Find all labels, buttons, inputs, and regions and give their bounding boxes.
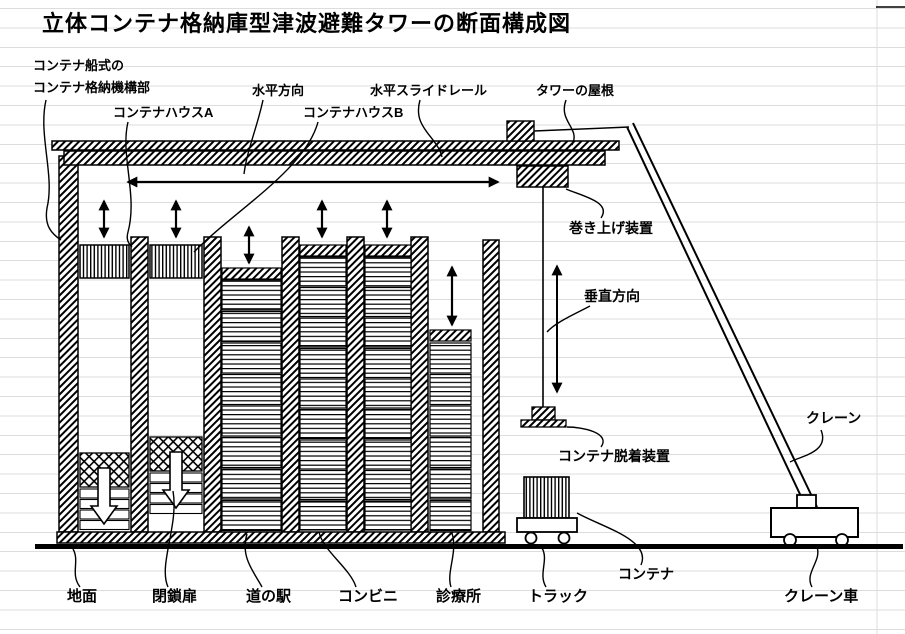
crane-truck-figure	[506, 120, 859, 547]
tower-base-beam	[56, 531, 506, 544]
crane-body	[770, 507, 859, 538]
truck-wheel	[557, 531, 571, 545]
callout-convenience	[318, 531, 357, 588]
horizontal-slide-rail-bar	[63, 150, 606, 166]
container-detach-device-block	[520, 406, 567, 428]
container-house-b-box	[149, 244, 203, 279]
crane-hook-block	[506, 120, 535, 142]
callout-house-a	[125, 121, 133, 248]
callout-closed-door	[164, 490, 175, 588]
truck-wheel	[524, 531, 538, 545]
crane-boom-mount	[796, 494, 817, 509]
container-stack-clinic	[429, 329, 472, 532]
ground-line	[35, 544, 903, 549]
down-block-arrow	[89, 467, 119, 526]
callout-truck	[541, 547, 547, 588]
callout-horizontal-direction	[243, 99, 264, 175]
callout-roof	[563, 99, 575, 146]
callout-lines	[43, 99, 824, 588]
label-closed-door: 閉鎖扉	[152, 588, 198, 605]
callout-detach	[566, 426, 604, 448]
crane-boom	[632, 122, 818, 508]
callout-ground	[72, 548, 81, 588]
label-hoist-device: 巻き上げ装置	[569, 220, 653, 236]
callout-crane-truck	[809, 546, 819, 588]
closed-door-left	[79, 452, 130, 531]
truck-container-box	[523, 476, 570, 519]
label-truck: トラック	[528, 588, 589, 605]
callout-crane	[789, 429, 824, 463]
callout-slide-rail	[417, 99, 443, 158]
callout-hoist	[565, 188, 604, 219]
label-convenience-store: コンビニ	[338, 588, 399, 605]
label-detach-device: コンテナ脱着装置	[558, 448, 670, 464]
crane-cable	[533, 126, 630, 132]
truck-bed	[516, 517, 578, 533]
label-horizontal-direction: 水平方向	[252, 83, 305, 98]
label-roadside-station: 道の駅	[246, 588, 292, 605]
container-house-a-box	[79, 244, 130, 279]
label-slide-rail: 水平スライドレール	[370, 83, 488, 98]
diagram-title: 立体コンテナ格納庫型津波避難タワーの断面構成図	[42, 11, 572, 36]
label-container-ship-line2: コンテナ格納機構部	[33, 80, 151, 95]
label-container-house-a: コンテナハウスA	[113, 105, 214, 120]
label-tower-roof: タワーの屋根	[536, 83, 615, 98]
label-crane-truck: クレーン車	[784, 588, 859, 605]
callout-clinic	[449, 532, 455, 588]
truck-figure	[516, 476, 578, 545]
callout-container	[576, 512, 644, 566]
label-clinic: 診療所	[436, 588, 482, 605]
label-crane: クレーン	[806, 410, 862, 426]
label-container-house-b: コンテナハウスB	[303, 105, 404, 120]
label-container: コンテナ	[618, 566, 674, 582]
callout-house-b	[193, 121, 319, 253]
callout-container-ship	[43, 99, 62, 241]
container-stack-middle	[364, 244, 412, 531]
label-ground: 地面	[67, 588, 98, 605]
hoisting-device-block	[516, 165, 569, 188]
crane-boom	[626, 126, 807, 508]
label-vertical-direction: 垂直方向	[584, 288, 640, 304]
container-stack-convenience	[299, 244, 347, 531]
callout-vertical-direction	[546, 305, 591, 333]
callout-roadside-station	[244, 533, 263, 588]
closed-door-right	[149, 436, 203, 515]
container-stack-roadside-station	[221, 267, 282, 532]
label-container-ship-line1: コンテナ船式の	[33, 58, 125, 73]
vertical-motion-arrows	[98, 199, 458, 327]
tower-roof-bar	[51, 140, 620, 151]
down-block-arrow	[161, 451, 191, 510]
